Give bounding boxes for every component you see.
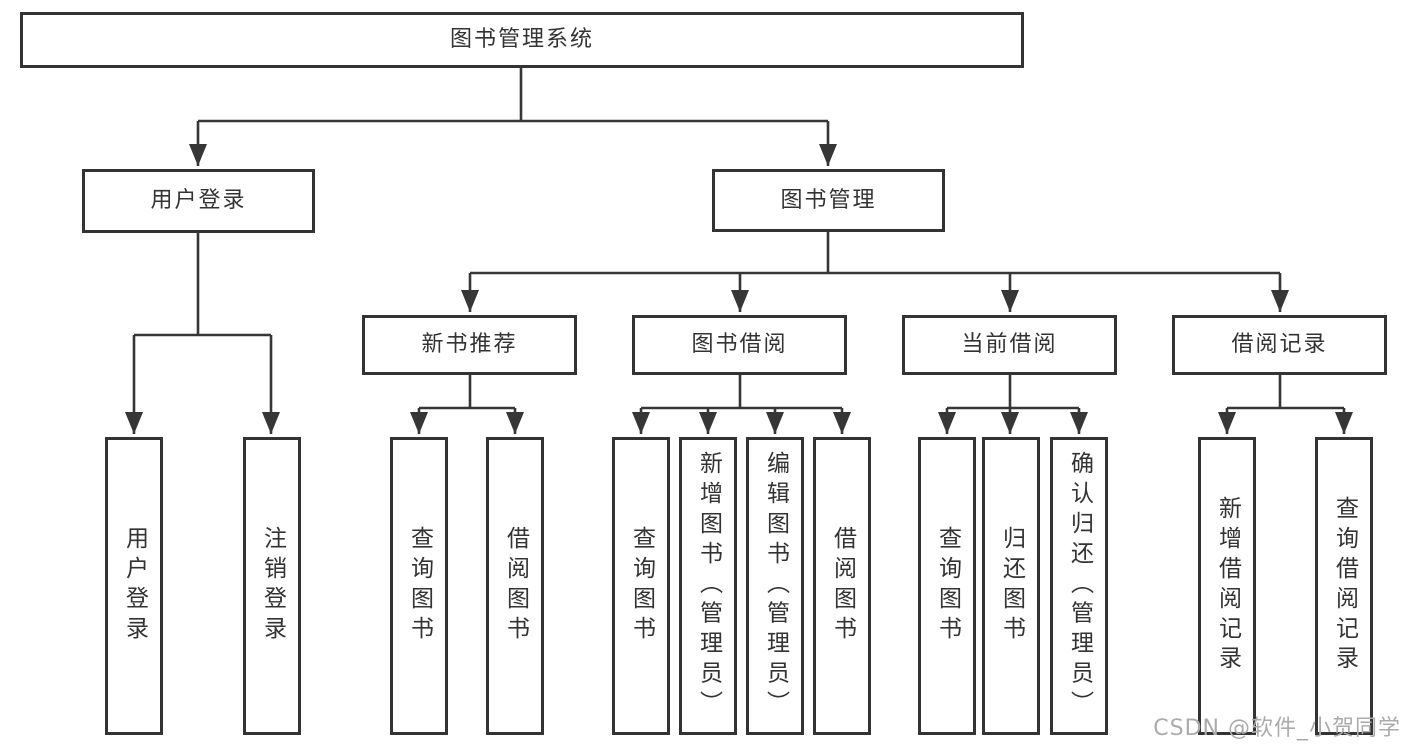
- node-book-management-label: 图书管理: [780, 187, 877, 213]
- leaf-query-borrow-record-label: 查询借阅记录: [1331, 496, 1358, 676]
- leaf-edit-book-admin: 编辑图书（管理员）: [746, 437, 804, 735]
- leaf-add-borrow-record-label: 新增借阅记录: [1214, 496, 1241, 676]
- leaf-add-book-admin-label: 新增图书（管理员）: [695, 451, 722, 721]
- watermark: CSDN @软件_小贺同学: [1153, 716, 1401, 741]
- leaf-confirm-return-admin-label: 确认归还（管理员）: [1066, 451, 1093, 721]
- leaf-query-books-current: 查询图书: [918, 437, 976, 735]
- leaf-add-borrow-record: 新增借阅记录: [1198, 437, 1256, 735]
- node-library-system: 图书管理系统: [20, 12, 1024, 68]
- leaf-borrow-books-2: 借阅图书: [813, 437, 871, 735]
- leaf-query-books-recommend-label: 查询图书: [406, 526, 433, 646]
- leaf-confirm-return-admin: 确认归还（管理员）: [1050, 437, 1108, 735]
- node-book-borrow: 图书借阅: [632, 315, 847, 375]
- node-borrow-records-label: 借阅记录: [1231, 332, 1328, 357]
- leaf-borrow-books-recommend-label: 借阅图书: [502, 526, 529, 646]
- leaf-query-books-current-label: 查询图书: [934, 526, 961, 646]
- leaf-logout: 注销登录: [243, 437, 301, 735]
- node-current-borrow: 当前借阅: [902, 315, 1117, 375]
- leaf-return-books: 归还图书: [982, 437, 1040, 735]
- node-new-book-recommend-label: 新书推荐: [421, 332, 518, 357]
- node-new-book-recommend: 新书推荐: [362, 315, 577, 375]
- node-book-management: 图书管理: [712, 169, 945, 232]
- leaf-user-login-label: 用户登录: [121, 526, 148, 646]
- node-user-login: 用户登录: [82, 169, 315, 233]
- leaf-return-books-label: 归还图书: [998, 526, 1025, 646]
- leaf-user-login: 用户登录: [105, 437, 163, 735]
- leaf-borrow-books-2-label: 借阅图书: [829, 526, 856, 646]
- leaf-query-books-borrow-label: 查询图书: [628, 526, 655, 646]
- node-book-borrow-label: 图书借阅: [691, 332, 788, 357]
- leaf-logout-label: 注销登录: [259, 526, 286, 646]
- leaf-query-borrow-record: 查询借阅记录: [1315, 437, 1373, 735]
- leaf-query-books-recommend: 查询图书: [390, 437, 448, 735]
- leaf-query-books-borrow: 查询图书: [612, 437, 670, 735]
- node-library-system-label: 图书管理系统: [449, 27, 594, 52]
- leaf-borrow-books-recommend: 借阅图书: [486, 437, 544, 735]
- leaf-edit-book-admin-label: 编辑图书（管理员）: [762, 451, 789, 721]
- node-current-borrow-label: 当前借阅: [961, 332, 1058, 357]
- leaf-add-book-admin: 新增图书（管理员）: [679, 437, 737, 735]
- node-borrow-records: 借阅记录: [1172, 315, 1387, 375]
- node-user-login-label: 用户登录: [150, 188, 247, 213]
